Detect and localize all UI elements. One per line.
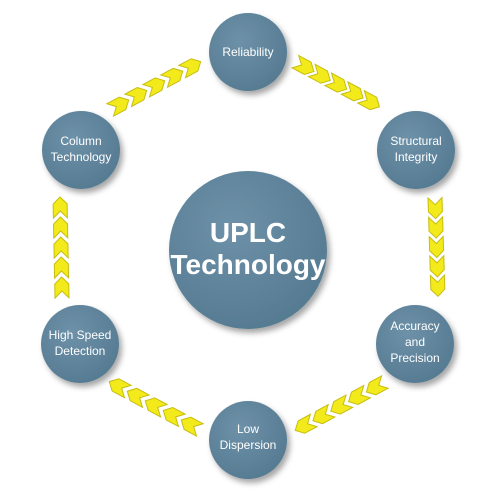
- node-label: Reliability: [222, 45, 273, 59]
- node-circle: [377, 111, 455, 189]
- center-title-line2: Technology: [170, 249, 325, 280]
- node-label-line3: Precision: [390, 351, 439, 365]
- arrow-column-to-reliability-chevron: [141, 77, 166, 98]
- node-label-line2: and: [405, 335, 425, 349]
- arrow-reliability-to-structural-chevron: [356, 89, 381, 111]
- arrow-dispersion-to-detection-chevron: [180, 416, 205, 438]
- arrow-column-to-reliability-chevron: [177, 58, 202, 79]
- arrow-accuracy-to-dispersion-chevron: [347, 384, 372, 405]
- arrow-column-to-reliability-chevron: [105, 96, 130, 118]
- arrow-reliability-to-structural-chevron: [307, 63, 331, 84]
- arrow-reliability-to-structural-chevron: [339, 80, 364, 102]
- node-column-technology: Column Technology: [42, 111, 120, 189]
- node-circle: [209, 401, 287, 479]
- center-title-line1: UPLC: [210, 217, 286, 248]
- node-label-line1: Accuracy: [390, 319, 439, 333]
- arrow-column-to-reliability-chevron: [123, 87, 148, 108]
- node-label-line1: Structural: [390, 134, 441, 148]
- arrow-structural-to-accuracy-chevron: [429, 254, 445, 278]
- arrow-accuracy-to-dispersion-chevron: [330, 394, 354, 415]
- arrow-detection-to-column-chevron: [52, 196, 68, 220]
- node-circle: [42, 111, 120, 189]
- node-label-line1: Low: [237, 422, 259, 436]
- arrow-detection-to-column-chevron: [54, 276, 70, 300]
- cycle-arrows: [52, 54, 446, 438]
- node-low-dispersion: Low Dispersion: [209, 401, 287, 479]
- arrow-accuracy-to-dispersion-chevron: [312, 403, 337, 425]
- node-circle: [376, 305, 454, 383]
- arrow-structural-to-accuracy-chevron: [428, 235, 445, 259]
- arrow-detection-to-column-chevron: [53, 236, 69, 260]
- node-label-line1: High Speed: [49, 328, 112, 342]
- arrow-structural-to-accuracy-chevron: [429, 273, 446, 298]
- node-circle: [209, 13, 287, 91]
- node-label-line2: Detection: [55, 344, 106, 358]
- arrow-structural-to-accuracy-chevron: [427, 196, 443, 220]
- center-circle: [169, 171, 327, 329]
- arrow-structural-to-accuracy-chevron: [428, 215, 444, 239]
- node-label-line1: Column: [60, 134, 101, 148]
- node-label-line2: Technology: [51, 150, 112, 164]
- arrow-accuracy-to-dispersion-chevron: [365, 374, 390, 396]
- arrow-accuracy-to-dispersion-chevron: [294, 413, 319, 434]
- arrow-dispersion-to-detection-chevron: [108, 378, 133, 399]
- arrow-reliability-to-structural-chevron: [323, 72, 348, 93]
- node-label-line2: Dispersion: [220, 438, 277, 452]
- arrow-detection-to-column-chevron: [53, 256, 70, 280]
- node-reliability: Reliability: [209, 13, 287, 91]
- node-circle: [41, 305, 119, 383]
- arrow-dispersion-to-detection-chevron: [162, 407, 187, 428]
- node-label-line2: Integrity: [395, 150, 438, 164]
- arrow-dispersion-to-detection-chevron: [126, 387, 151, 409]
- node-structural-integrity: Structural Integrity: [377, 111, 455, 189]
- arrow-reliability-to-structural-chevron: [290, 54, 315, 75]
- arrow-detection-to-column-chevron: [53, 216, 69, 240]
- arrow-column-to-reliability-chevron: [159, 67, 184, 89]
- node-accuracy-precision: Accuracy and Precision: [376, 305, 454, 383]
- node-high-speed-detection: High Speed Detection: [41, 305, 119, 383]
- center-node: UPLC Technology: [169, 171, 327, 329]
- arrow-dispersion-to-detection-chevron: [144, 397, 169, 418]
